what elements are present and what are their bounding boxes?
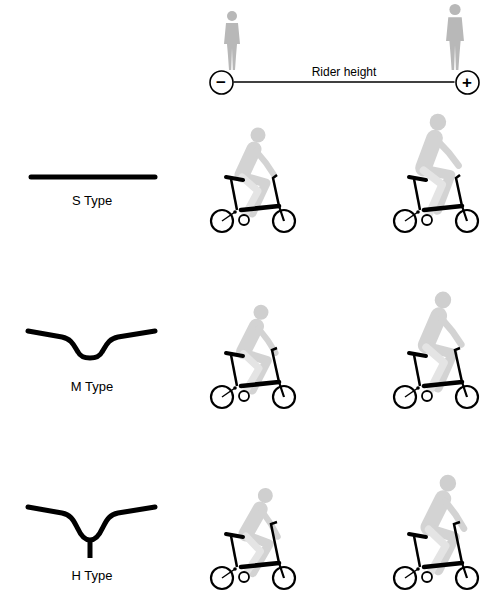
axis-label: Rider height — [309, 65, 380, 79]
bike-row-h — [211, 474, 478, 589]
handlebar-m — [28, 331, 155, 358]
rider-silhouettes — [224, 4, 464, 70]
scale-sign: + — [462, 74, 472, 91]
handlebar-type-label: M Type — [71, 379, 113, 394]
bike-row-s — [211, 112, 478, 232]
scale-end-circle: + — [455, 70, 480, 95]
handlebar-type-label: H Type — [72, 568, 113, 583]
rider-height-axis — [234, 81, 455, 82]
scale-sign: − — [216, 74, 226, 91]
bike-row-m — [211, 291, 478, 408]
scale-end-circle: − — [209, 70, 234, 95]
handlebar-s — [31, 177, 155, 178]
handlebar-type-label: S Type — [72, 193, 112, 208]
handlebar-h — [28, 507, 155, 558]
